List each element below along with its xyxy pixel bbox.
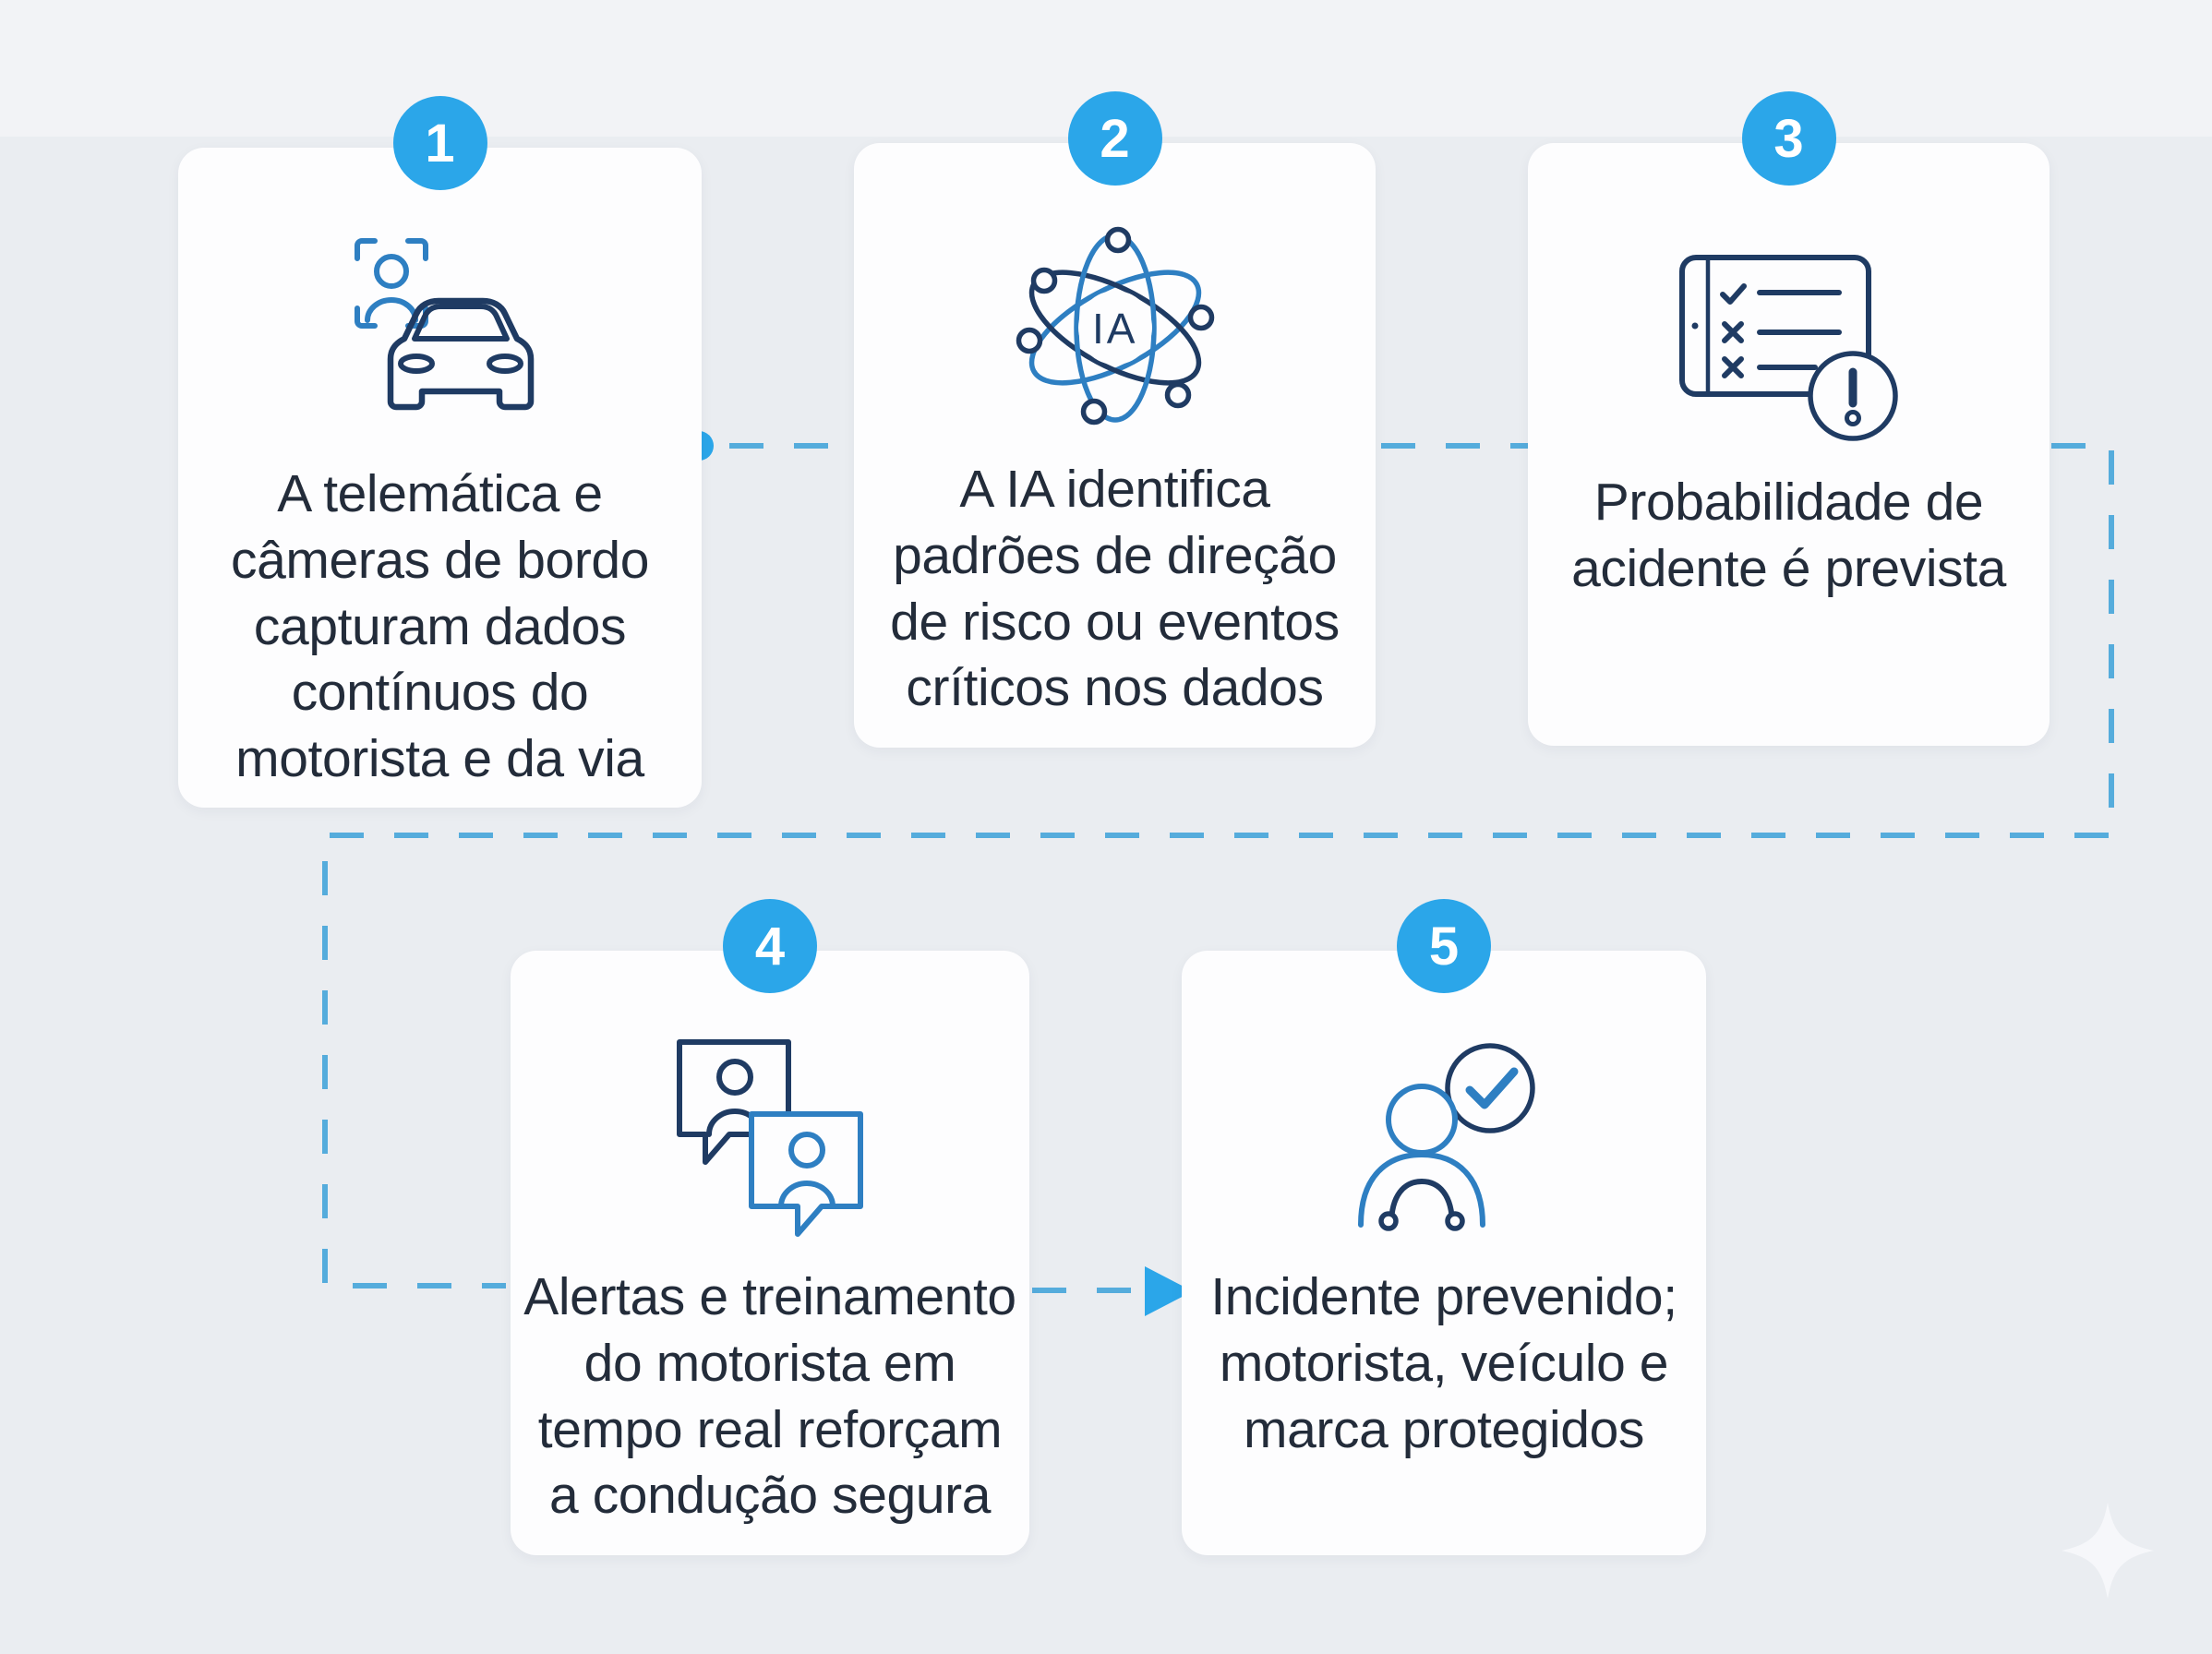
step-5-number: 5 (1428, 916, 1460, 977)
step-card-4: 4 Alertas e treinamento do motorista em … (511, 899, 1029, 1555)
tablet-checklist-alert-icon (1675, 250, 1904, 446)
step-card-3: 3 Probabilidade de acidente é prevista (1528, 91, 2050, 746)
step-4-number: 4 (754, 916, 786, 977)
step-4-description: Alertas e treinamento do motorista em te… (523, 1267, 1016, 1526)
step-card-5: 5 Incidente prevenido; motorista, veícul… (1182, 899, 1706, 1555)
step-3-number: 3 (1773, 108, 1804, 169)
step-1-number: 1 (425, 113, 455, 174)
step-2-description: A IA identifica padrões de direção de ri… (890, 460, 1340, 718)
step-4-badge: 4 (723, 899, 817, 993)
step-2-badge: 2 (1067, 91, 1162, 186)
step-card-1: 1 A telemática e câmeras de bordo captur… (178, 96, 702, 808)
step-5-badge: 5 (1397, 899, 1491, 993)
step-1-badge: 1 (392, 96, 487, 190)
step-2-number: 2 (1100, 108, 1130, 169)
driver-checkmark-icon (1337, 1030, 1551, 1240)
ai-atom-icon: IA (1011, 222, 1220, 433)
step-3-badge: 3 (1741, 91, 1836, 186)
driver-camera-and-car-icon (331, 227, 548, 437)
step-1-description: A telemática e câmeras de bordo capturam… (230, 464, 650, 789)
chat-bubbles-people-icon (665, 1030, 875, 1240)
atom-ia-label: IA (1092, 305, 1137, 353)
step-card-2: 2 IA A IA identifica padrões de direção (854, 91, 1376, 748)
step-3-description: Probabilidade de acidente é prevista (1571, 473, 2006, 598)
sparkle-decoration (2062, 1503, 2154, 1599)
step-5-description: Incidente prevenido; motorista, veículo … (1210, 1267, 1677, 1459)
